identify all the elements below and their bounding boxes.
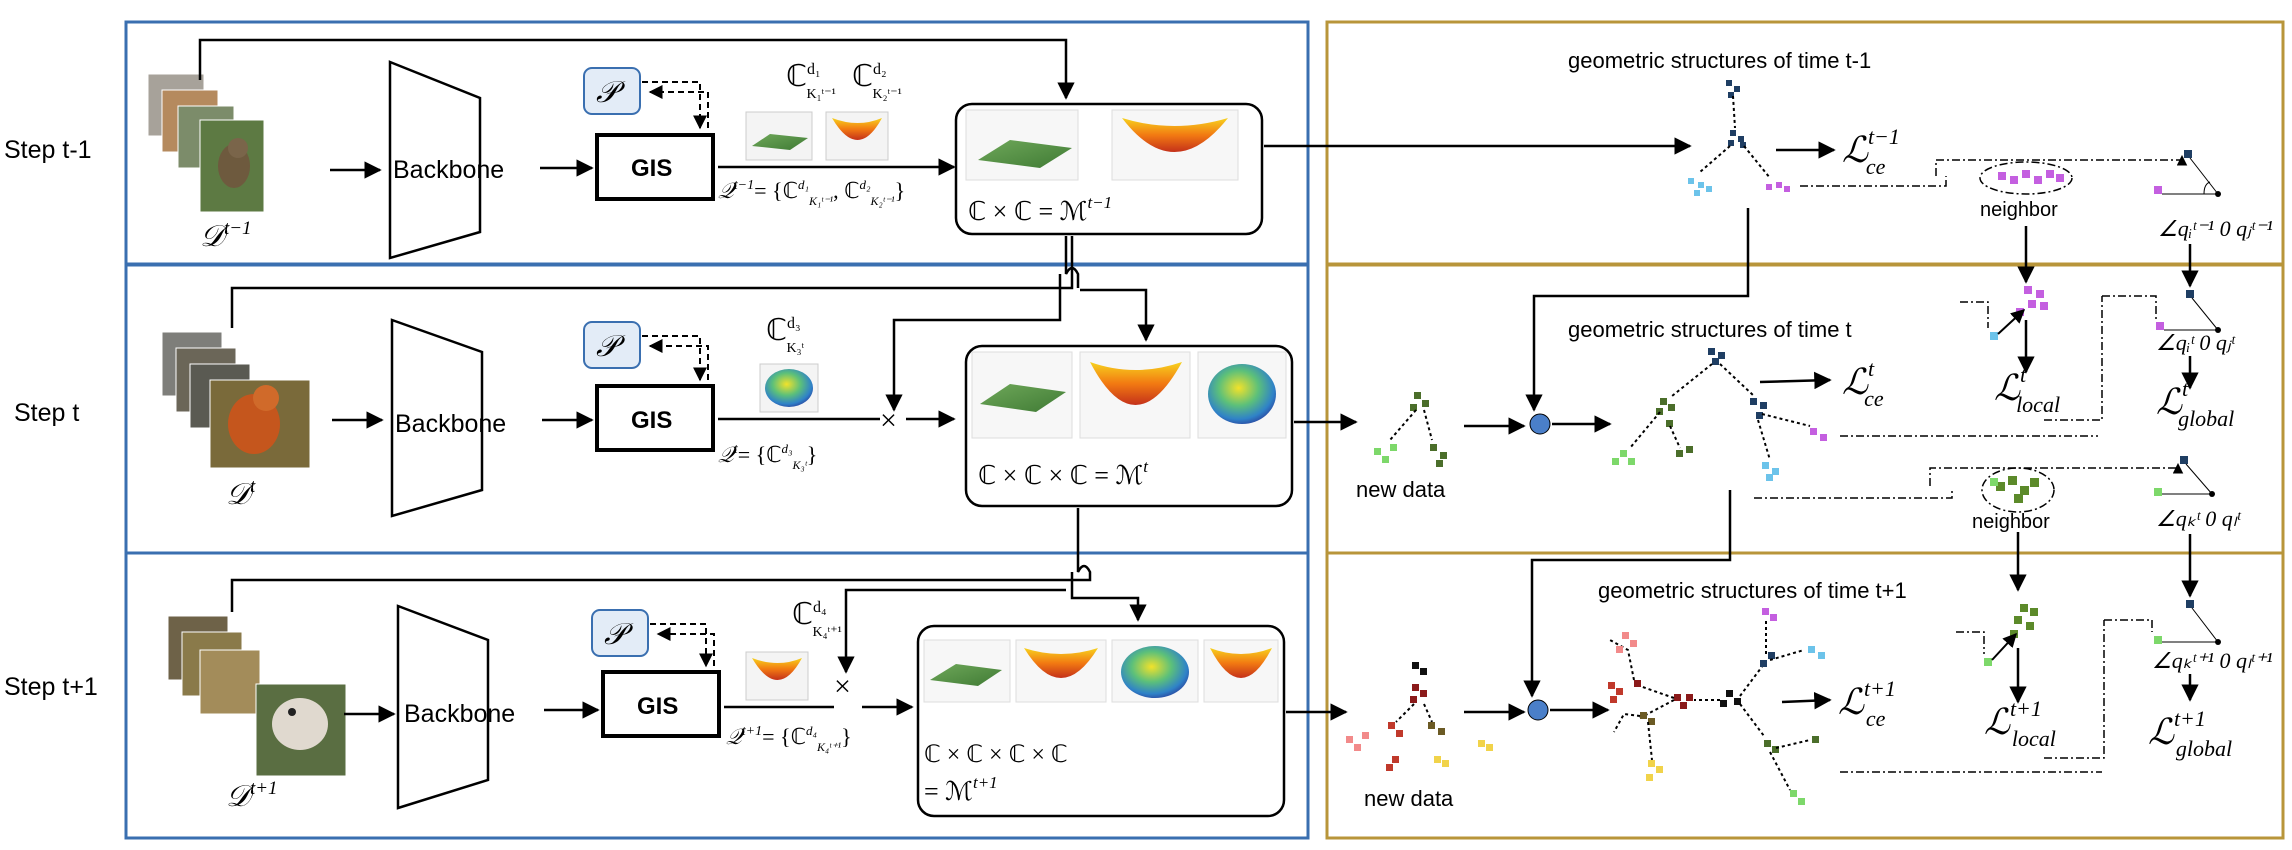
gis-box-prev [595, 133, 715, 201]
geo-title-t: geometric structures of time t [1568, 317, 1852, 342]
p-box-t [583, 321, 641, 369]
manifold-cone-prev [1111, 109, 1239, 181]
thumb-cone-next [745, 651, 809, 701]
times-symbol-next: × [834, 670, 851, 703]
p-box-prev [583, 67, 641, 115]
manifold-flat-next [923, 639, 1011, 703]
manifold-flat-prev [965, 109, 1079, 181]
manifold-cone-t [1079, 351, 1191, 439]
structure-t [1612, 348, 1827, 481]
geo-title-prev: geometric structures of time t-1 [1568, 48, 1871, 73]
manifold-cone-next-b [1203, 639, 1279, 703]
right-panels [1325, 20, 2285, 840]
merge-op-t [1529, 413, 1551, 435]
manifold-flat-t [971, 351, 1073, 439]
gis-box-t [595, 384, 715, 452]
image-stack-red-squirrel [161, 331, 311, 469]
right-side: geometric structures of time t-1 geometr… [1346, 48, 2273, 811]
local-cluster-t [1960, 286, 2048, 340]
q-set-prev: 𝒬t−1= {ℂd₁K₁ᵗ⁻¹, ℂd₂K₂ᵗ⁻¹} [718, 177, 905, 208]
geo-title-next: geometric structures of time t+1 [1598, 578, 1907, 603]
image-stack-squirrel [147, 73, 265, 213]
neighbor-label-t: neighbor [1972, 511, 2050, 533]
new-data-cluster-next [1346, 662, 1493, 771]
gis-label-prev: GIS [631, 155, 672, 182]
manifold-eq-prev: ℂ × ℂ = ℳt−1 [968, 193, 1112, 226]
gis-box-next [601, 670, 721, 738]
right-panel-t [1325, 263, 2285, 555]
manifold-eq-t: ℂ × ℂ × ℂ = ℳt [978, 457, 1149, 490]
p-box-next [591, 609, 649, 657]
gis-label-t: GIS [631, 407, 672, 434]
new-data-label-t: new data [1356, 477, 1446, 502]
angle-diagram-t [2102, 290, 2221, 333]
step-label-t: Step t [14, 399, 79, 427]
manifold-cone-next-a [1015, 639, 1107, 703]
new-data-label-next: new data [1364, 786, 1454, 811]
dataset-label-next: 𝒟t+1 [226, 778, 278, 813]
angle-diagram-t2 [2154, 456, 2215, 497]
angle-label-next: ∠qₖᵗ⁺¹ 0 qₗᵗ⁺¹ [2152, 648, 2273, 673]
structure-prev [1688, 80, 1790, 196]
step-label-next: Step t+1 [4, 673, 98, 701]
dataset-label-t: 𝒟t [226, 476, 256, 511]
panel-step-next [124, 551, 1310, 840]
times-symbol-t: × [880, 404, 897, 437]
local-cluster-next [1956, 604, 2038, 666]
merge-op-next [1527, 699, 1549, 721]
structure-next [1608, 608, 1825, 805]
thumb-sphere-t [759, 363, 819, 413]
q-set-t: 𝒬t= {ℂd₃K₃ᵗ} [718, 441, 817, 472]
manifold-sphere-t [1197, 351, 1287, 439]
thumb-cone-prev [825, 111, 889, 161]
manifold-eq-next: ℂ × ℂ × ℂ × ℂ [924, 742, 1068, 768]
manifold-sphere-next [1111, 639, 1199, 703]
thumb-flat-prev [745, 111, 813, 161]
backbone-label-next: Backbone [404, 700, 515, 728]
left-panels [124, 20, 1310, 840]
neighbor-ellipse-prev [1979, 161, 2073, 195]
angle-diagram-prev [2154, 150, 2221, 197]
angle-label-t: ∠qᵢᵗ 0 qⱼᵗ [2156, 330, 2236, 355]
manifold-eq-next-line2: = ℳt+1 [924, 773, 998, 806]
new-data-cluster-t [1374, 392, 1447, 467]
neighbor-ellipse-t [1981, 467, 2055, 513]
gis-label-next: GIS [637, 693, 678, 720]
backbone-t [390, 318, 484, 518]
backbone-next [396, 604, 490, 810]
image-stack-hamster [167, 615, 347, 777]
dataset-label-prev: 𝒟t−1 [200, 218, 252, 253]
q-set-next: 𝒬t+1= {ℂd₄K₄ᵗ⁺¹} [726, 723, 852, 754]
step-label-prev: Step t-1 [4, 136, 92, 164]
neighbor-label-prev: neighbor [1980, 199, 2058, 221]
backbone-label-t: Backbone [395, 410, 506, 438]
backbone-label-prev: Backbone [393, 156, 504, 184]
backbone-prev [388, 60, 482, 260]
angle-label-prev: ∠qᵢᵗ⁻¹ 0 qⱼᵗ⁻¹ [2158, 216, 2273, 241]
angle-label-t2: ∠qₖᵗ 0 qₗᵗ [2156, 506, 2241, 531]
right-panel-next [1325, 551, 2285, 840]
angle-diagram-next [2104, 600, 2221, 645]
